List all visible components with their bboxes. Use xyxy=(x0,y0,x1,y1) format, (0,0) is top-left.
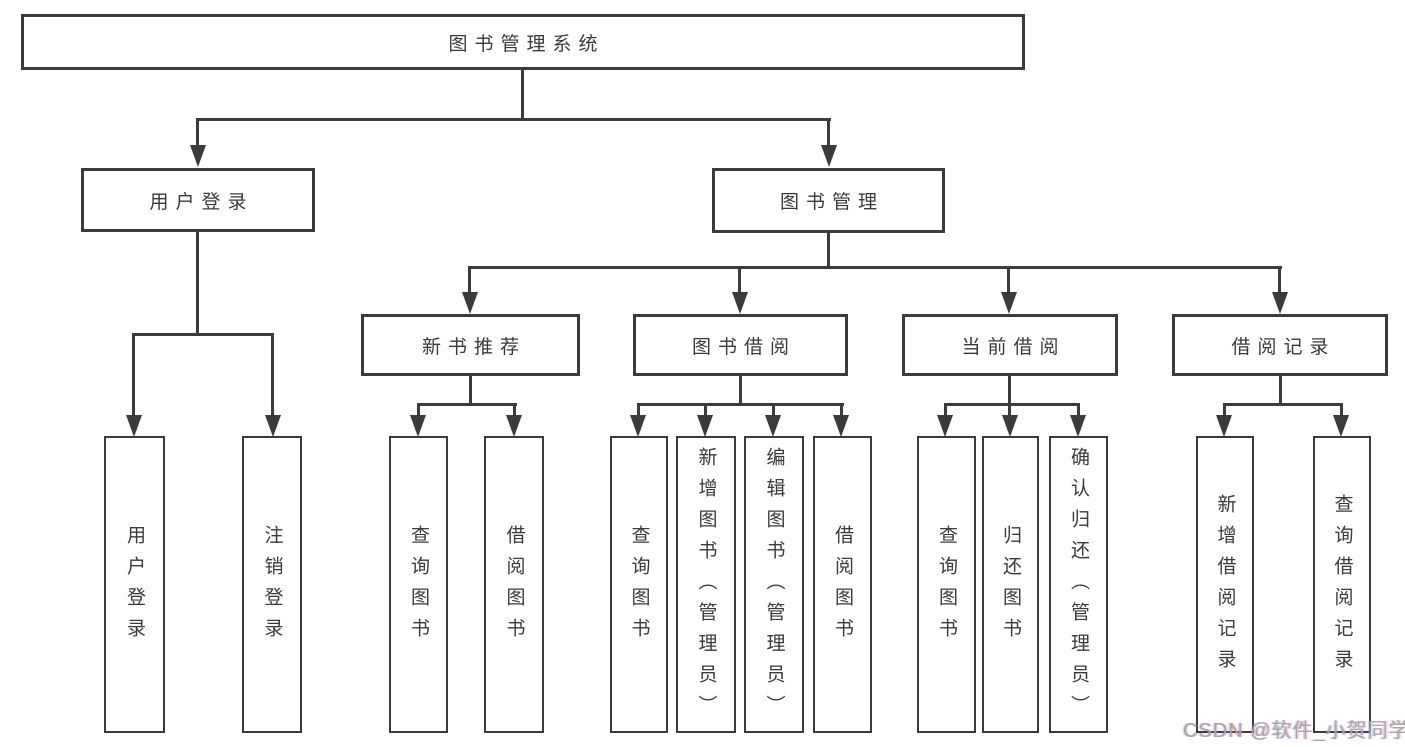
connector-line xyxy=(1278,266,1281,296)
arrow-down-icon xyxy=(1001,292,1017,314)
arrow-down-icon xyxy=(1002,415,1018,437)
leaf-borrow-books: 借阅图书 xyxy=(813,436,872,733)
connector-line xyxy=(417,403,517,406)
connector-line xyxy=(1279,376,1282,406)
leaf-label: 借阅图书 xyxy=(503,524,525,649)
connector-line xyxy=(196,118,199,148)
arrow-down-icon xyxy=(190,145,206,167)
node-current-borrow-label: 当前借阅 xyxy=(961,336,1066,358)
leaf-label: 借阅图书 xyxy=(832,524,853,649)
leaf-label: 注销登录 xyxy=(261,524,283,649)
arrow-down-icon xyxy=(821,145,837,167)
connector-line xyxy=(1223,403,1343,406)
node-user-login-label: 用户登录 xyxy=(149,191,254,213)
arrow-down-icon xyxy=(506,415,522,437)
connector-line xyxy=(739,376,742,406)
node-book-management: 图书管理 xyxy=(712,168,945,233)
leaf-label: 新增借阅记录 xyxy=(1214,493,1236,680)
connector-line xyxy=(271,333,274,419)
arrow-down-icon xyxy=(697,415,713,437)
arrow-down-icon xyxy=(126,415,142,437)
leaf-query-books-current: 查询图书 xyxy=(917,436,976,733)
node-current-borrow: 当前借阅 xyxy=(902,314,1118,376)
leaf-add-books-admin: 新增图书（管理员） xyxy=(676,436,736,733)
node-root: 图书管理系统 xyxy=(21,14,1025,70)
leaf-borrow-books-recommend: 借阅图书 xyxy=(484,436,544,733)
connector-line xyxy=(738,266,741,296)
connector-line xyxy=(637,403,640,417)
arrow-down-icon xyxy=(1070,415,1086,437)
connector-line xyxy=(1008,403,1011,417)
connector-line xyxy=(513,403,516,417)
leaf-query-borrow-record: 查询借阅记录 xyxy=(1313,436,1371,733)
node-new-book-recommend: 新书推荐 xyxy=(361,314,580,376)
connector-line xyxy=(1008,376,1011,406)
leaf-return-books: 归还图书 xyxy=(982,436,1039,733)
connector-line xyxy=(468,266,471,296)
arrow-down-icon xyxy=(265,415,281,437)
leaf-query-books-recommend: 查询图书 xyxy=(389,436,448,733)
leaf-add-borrow-record: 新增借阅记录 xyxy=(1196,436,1254,733)
leaf-edit-books-admin: 编辑图书（管理员） xyxy=(744,436,804,733)
connector-line xyxy=(1077,403,1080,417)
node-book-borrow-label: 图书借阅 xyxy=(691,336,796,358)
node-book-borrow: 图书借阅 xyxy=(633,314,848,376)
leaf-label: 归还图书 xyxy=(1000,524,1021,649)
arrow-down-icon xyxy=(410,415,426,437)
connector-line xyxy=(521,70,524,120)
node-borrow-records-label: 借阅记录 xyxy=(1231,336,1336,358)
node-root-label: 图书管理系统 xyxy=(448,33,605,55)
leaf-label: 查询借阅记录 xyxy=(1331,493,1353,680)
connector-line xyxy=(1007,266,1010,296)
connector-line xyxy=(704,403,707,417)
arrow-down-icon xyxy=(1216,415,1232,437)
leaf-user-login: 用户登录 xyxy=(104,436,165,733)
node-user-login: 用户登录 xyxy=(81,168,315,232)
connector-line xyxy=(469,376,472,406)
connector-line xyxy=(196,232,199,336)
connector-line xyxy=(637,403,844,406)
connector-line xyxy=(196,118,831,121)
connector-line xyxy=(417,403,420,417)
leaf-label: 新增图书（管理员） xyxy=(695,447,717,726)
connector-line xyxy=(1223,403,1226,417)
leaf-label: 编辑图书（管理员） xyxy=(763,447,785,726)
arrow-down-icon xyxy=(630,415,646,437)
leaf-query-books-borrow: 查询图书 xyxy=(610,436,668,733)
leaf-label: 查询图书 xyxy=(408,524,429,649)
arrow-down-icon xyxy=(462,292,478,314)
arrow-down-icon xyxy=(732,292,748,314)
connector-line xyxy=(468,266,1282,269)
connector-line xyxy=(840,403,843,417)
leaf-label: 用户登录 xyxy=(124,524,145,649)
leaf-label: 查询图书 xyxy=(628,524,650,649)
connector-line xyxy=(1340,403,1343,417)
node-book-management-label: 图书管理 xyxy=(779,192,884,213)
connector-line xyxy=(772,403,775,417)
leaf-confirm-return-admin: 确认归还（管理员） xyxy=(1049,436,1108,733)
arrow-down-icon xyxy=(833,415,849,437)
connector-line xyxy=(132,333,274,336)
arrow-down-icon xyxy=(1272,292,1288,314)
arrow-down-icon xyxy=(937,415,953,437)
connector-line xyxy=(944,403,947,417)
leaf-label: 查询图书 xyxy=(936,524,957,649)
arrow-down-icon xyxy=(765,415,781,437)
leaf-logout: 注销登录 xyxy=(242,436,302,733)
watermark: CSDN @软件_小贺同学 xyxy=(1183,720,1405,742)
connector-line xyxy=(827,118,830,148)
node-borrow-records: 借阅记录 xyxy=(1172,314,1388,376)
connector-line xyxy=(132,333,135,419)
connector-line xyxy=(827,233,830,269)
arrow-down-icon xyxy=(1333,415,1349,437)
leaf-label: 确认归还（管理员） xyxy=(1068,447,1089,726)
connector-line xyxy=(944,403,1080,406)
node-new-book-recommend-label: 新书推荐 xyxy=(421,336,526,358)
